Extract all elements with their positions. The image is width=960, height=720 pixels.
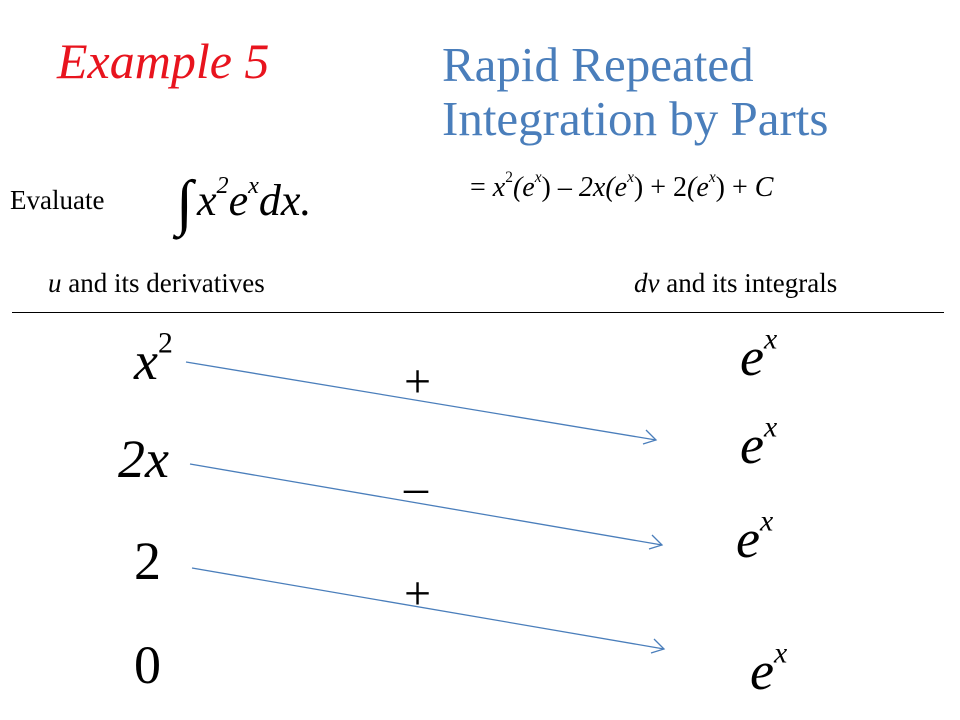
result-op3: + (643, 172, 674, 203)
arrow-2-line (191, 567, 665, 650)
result-term1-coef: x (492, 172, 506, 203)
u-row-2: 2 (134, 530, 161, 592)
slide-title: Rapid Repeated Integration by Parts (442, 37, 829, 146)
integrand-e: e (228, 176, 249, 225)
u-row-1-base: 2x (118, 429, 169, 489)
u-row-3: 0 (134, 634, 161, 696)
u-row-3-base: 0 (134, 635, 161, 695)
u-row-1: 2x (118, 428, 169, 490)
dv-row-1-base: e (740, 415, 764, 475)
arrow-0-line (185, 361, 657, 441)
dv-row-3-base: e (750, 641, 774, 701)
arrow-0 (185, 361, 658, 445)
dv-row-1-exp: x (763, 411, 778, 444)
sign-1: – (404, 461, 428, 514)
header-divider (12, 312, 944, 313)
result-term1-pexp: x (534, 169, 542, 187)
arrow-2 (191, 567, 666, 654)
result-term2-close: ) (633, 172, 644, 203)
result-term3-close: ) (715, 172, 725, 203)
result-op4: + (724, 172, 755, 203)
integral-sign: ∫ (176, 169, 193, 237)
dv-row-0-base: e (740, 327, 764, 387)
u-header-text: and its derivatives (61, 268, 265, 298)
arrow-2-head (650, 638, 666, 654)
arrow-0-head (642, 429, 658, 445)
sign-2: + (404, 567, 432, 620)
dv-row-2: ex (736, 505, 774, 570)
result-term1-close: ) (541, 172, 551, 203)
result-term2-paren: (e (605, 172, 628, 203)
dv-row-0: ex (740, 323, 778, 388)
arrow-1-head (648, 534, 664, 550)
dv-row-2-base: e (736, 509, 760, 569)
dv-row-2-exp: x (759, 505, 774, 538)
result-term2-coef: 2x (578, 172, 606, 203)
integrand-exponent: 2 (216, 172, 229, 200)
dv-row-3: ex (750, 637, 788, 702)
example-label: Example 5 (57, 33, 270, 89)
result-term1-paren: (e (512, 172, 535, 203)
result-term3-paren: (e (687, 172, 709, 203)
result-term1-exp: 2 (505, 169, 513, 187)
result-term3-pexp: x (708, 169, 716, 187)
u-row-0-base: x (134, 331, 158, 391)
result-expression: = x2(ex) – 2x(ex) + 2(ex) + C (470, 169, 774, 204)
arrow-1-line (189, 463, 663, 546)
u-row-0: x2 (134, 327, 173, 392)
dv-row-3-exp: x (773, 637, 788, 670)
u-row-0-exp: 2 (157, 327, 173, 360)
arrow-1 (189, 463, 664, 550)
evaluate-label: Evaluate (10, 185, 105, 215)
result-op2: – (550, 172, 579, 203)
dv-header-var: dv (634, 268, 660, 298)
result-term2-pexp: x (627, 169, 634, 187)
u-header-var: u (48, 268, 62, 298)
dv-row-0-exp: x (763, 323, 778, 356)
dv-column-header: dv and its integrals (634, 268, 837, 299)
result-term3-coef: 2 (673, 172, 688, 203)
u-column-header: u and its derivatives (48, 268, 265, 299)
result-constant: C (754, 172, 774, 203)
integrand-tail: dx. (258, 176, 312, 225)
result-equals: = (470, 172, 493, 203)
dv-row-1: ex (740, 411, 778, 476)
u-row-2-base: 2 (134, 531, 161, 591)
dv-header-text: and its integrals (659, 268, 838, 298)
integrand-e-exponent: x (248, 172, 259, 200)
integrand-base: x (196, 176, 217, 225)
integral-expression: ∫x2exdx. (176, 168, 311, 239)
